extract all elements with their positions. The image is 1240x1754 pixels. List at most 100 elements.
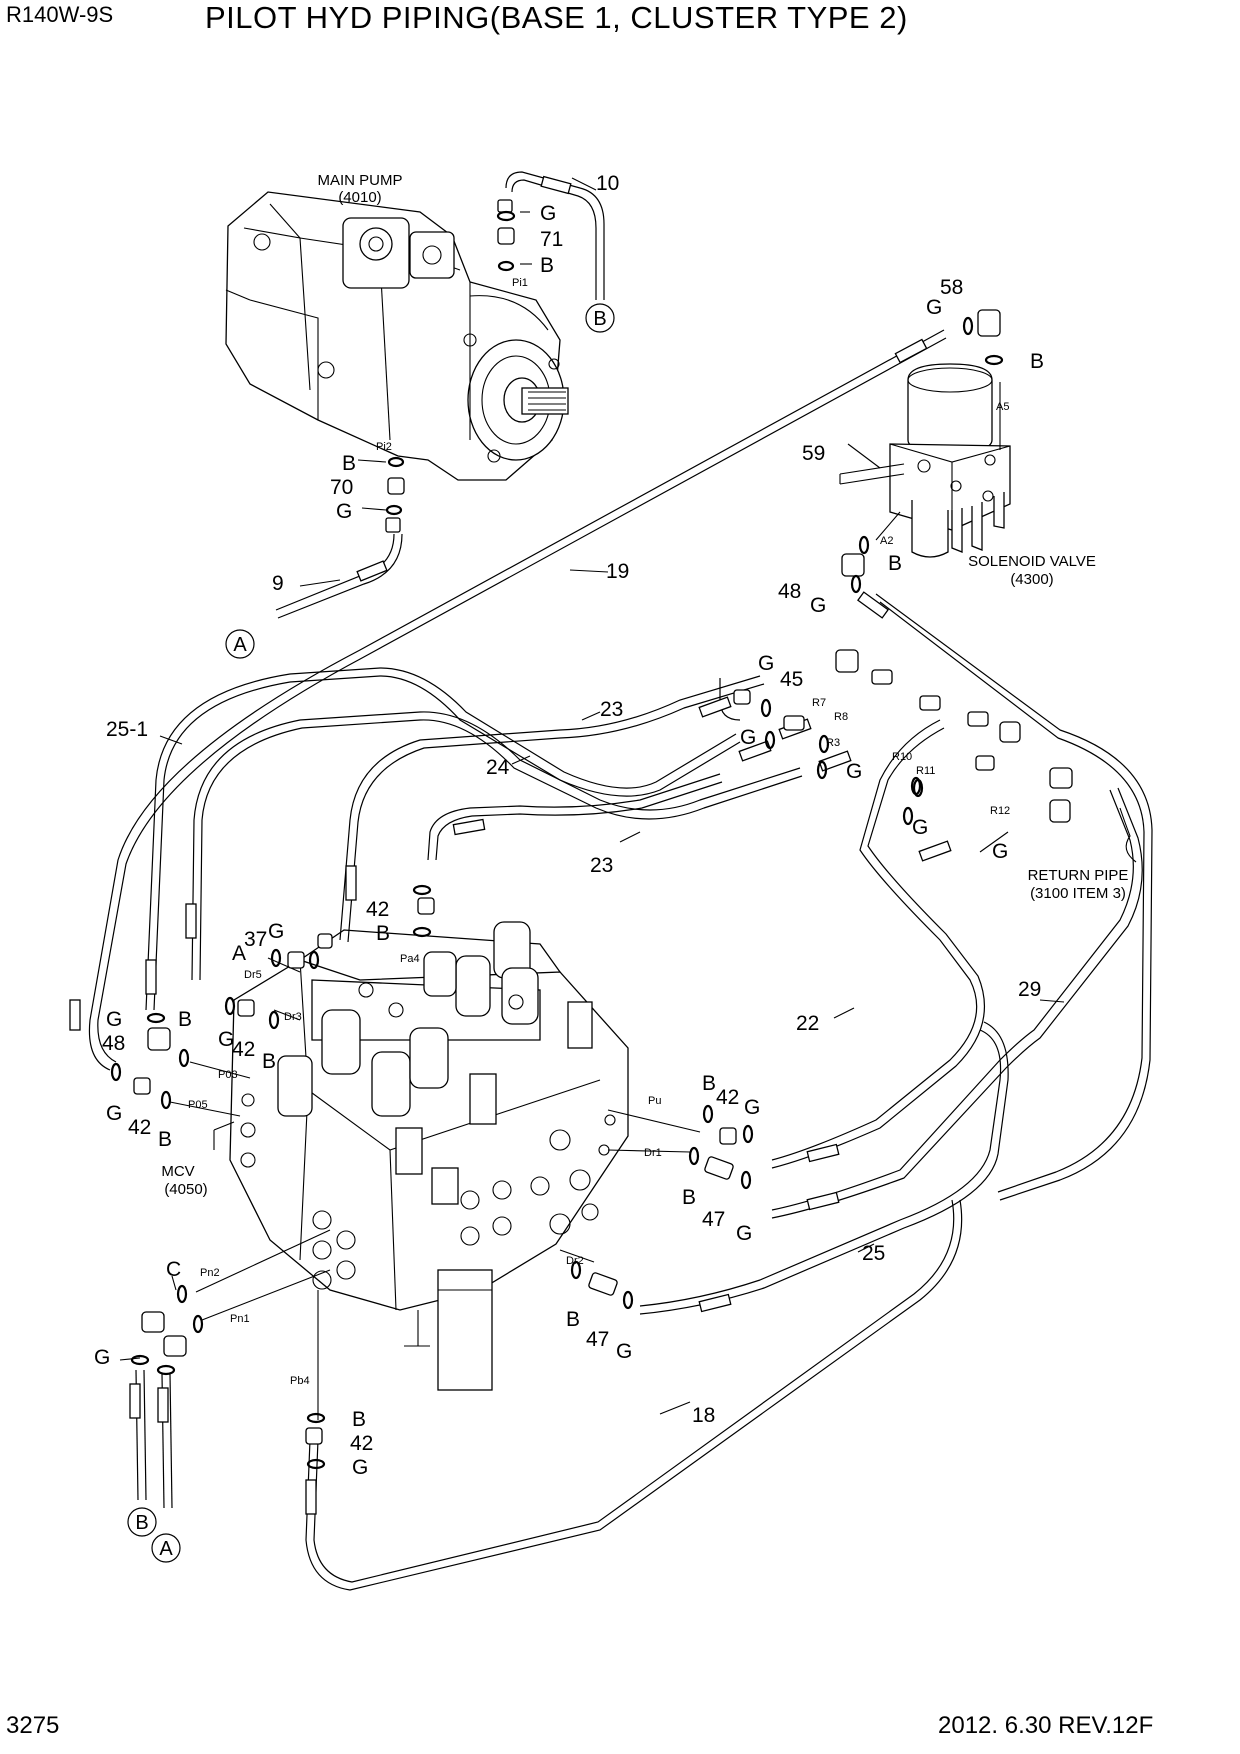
callout-70: 70 xyxy=(330,476,353,499)
callout-g: G xyxy=(846,760,862,783)
callout-b: B xyxy=(682,1186,696,1209)
callout-g: G xyxy=(336,500,352,523)
solenoid-valve-code: (4300) xyxy=(1010,571,1053,588)
port-p05: P05 xyxy=(188,1099,208,1111)
callout-c: C xyxy=(166,1258,181,1281)
callout-g: G xyxy=(106,1102,122,1125)
connector-labels: B A B A xyxy=(135,308,606,1560)
revision-date: 2012. 6.30 REV.12F xyxy=(938,1712,1154,1739)
port-p03: P03 xyxy=(218,1069,238,1081)
callout-g: G xyxy=(810,594,826,617)
callout-b: B xyxy=(178,1008,192,1031)
callout-29: 29 xyxy=(1018,978,1041,1001)
callout-9: 9 xyxy=(272,572,284,595)
port-pi2: Pi2 xyxy=(376,441,392,453)
main-pump-label: MAIN PUMP xyxy=(317,172,402,189)
main-pump-code: (4010) xyxy=(338,189,381,206)
callout-g: G xyxy=(992,840,1008,863)
solenoid-valve-label: SOLENOID VALVE xyxy=(968,553,1096,570)
callout-labels: 10 G 71 B B 70 G 9 58 G B 59 B 48 G 19 2… xyxy=(94,172,1044,1479)
callout-10: 10 xyxy=(596,172,619,195)
callout-g: G xyxy=(744,1096,760,1119)
callout-25-1: 25-1 xyxy=(106,718,148,741)
callout-b: B xyxy=(352,1408,366,1431)
port-r8: R8 xyxy=(834,711,848,723)
callout-24: 24 xyxy=(486,756,510,779)
port-dr5: Dr5 xyxy=(244,969,262,981)
port-a5: A5 xyxy=(996,401,1009,413)
callout-19: 19 xyxy=(606,560,629,583)
callout-23: 23 xyxy=(600,698,623,721)
piping-lines xyxy=(88,171,1153,1591)
callout-48: 48 xyxy=(778,580,801,603)
callout-g: G xyxy=(616,1340,632,1363)
callout-g: G xyxy=(218,1028,234,1051)
port-pa4: Pa4 xyxy=(400,953,420,965)
port-pn1: Pn1 xyxy=(230,1313,250,1325)
solenoid-valve-drawing xyxy=(839,363,1011,558)
callout-47: 47 xyxy=(586,1328,609,1351)
port-a2: A2 xyxy=(880,535,893,547)
callout-58: 58 xyxy=(940,276,963,299)
callout-b: B xyxy=(540,254,554,277)
callout-g: G xyxy=(94,1346,110,1369)
callout-b: B xyxy=(342,452,356,475)
port-pi1: Pi1 xyxy=(512,277,528,289)
callout-42: 42 xyxy=(716,1086,739,1109)
return-pipe-code: (3100 ITEM 3) xyxy=(1030,885,1126,902)
leader-lines xyxy=(119,177,1065,1415)
callout-22: 22 xyxy=(796,1012,819,1035)
callout-42: 42 xyxy=(232,1038,255,1061)
callout-g: G xyxy=(352,1456,368,1479)
callout-47: 47 xyxy=(702,1208,725,1231)
port-r7: R7 xyxy=(812,697,826,709)
port-pu: Pu xyxy=(648,1095,661,1107)
connector-b-bottom-label: B xyxy=(135,1512,148,1534)
fittings xyxy=(133,199,1073,1445)
callout-b: B xyxy=(566,1308,580,1331)
port-dr1: Dr1 xyxy=(644,1147,662,1159)
hose-ferrules xyxy=(69,175,952,1515)
model-code: R140W-9S xyxy=(6,2,114,27)
callout-g: G xyxy=(540,202,556,225)
page-number: 3275 xyxy=(6,1712,60,1739)
port-r11: R11 xyxy=(916,765,935,777)
callout-42: 42 xyxy=(366,898,389,921)
connector-a-pump-label: A xyxy=(233,634,247,656)
port-labels: Pi1 Pi2 A5 A2 R7 R8 R3 R10 R11 R12 Pa4 D… xyxy=(188,277,1010,1387)
page-title: PILOT HYD PIPING(BASE 1, CLUSTER TYPE 2) xyxy=(205,0,908,35)
callout-a: A xyxy=(232,942,246,965)
callout-g: G xyxy=(268,920,284,943)
callout-b: B xyxy=(262,1050,276,1073)
callout-g: G xyxy=(912,816,928,839)
callout-b: B xyxy=(1030,350,1044,373)
port-dr3: Dr3 xyxy=(284,1011,302,1023)
callout-b: B xyxy=(702,1072,716,1095)
mcv-code: (4050) xyxy=(164,1181,207,1198)
callout-g: G xyxy=(926,296,942,319)
connector-b-top-label: B xyxy=(593,308,606,330)
port-pn2: Pn2 xyxy=(200,1267,220,1279)
connector-b-top xyxy=(585,303,615,333)
callout-59: 59 xyxy=(802,442,825,465)
callout-g: G xyxy=(740,726,756,749)
callout-45: 45 xyxy=(780,668,803,691)
callout-71: 71 xyxy=(540,228,563,251)
callout-25: 25 xyxy=(862,1242,885,1265)
callout-23: 23 xyxy=(590,854,613,877)
callout-42: 42 xyxy=(128,1116,151,1139)
connector-a-bottom xyxy=(151,1533,181,1563)
connector-a-bottom-label: A xyxy=(159,1538,173,1560)
port-r12: R12 xyxy=(990,805,1010,817)
mcv-label: MCV xyxy=(161,1163,194,1180)
callout-18: 18 xyxy=(692,1404,715,1427)
callout-37: 37 xyxy=(244,928,267,951)
callout-b: B xyxy=(158,1128,172,1151)
callout-48: 48 xyxy=(102,1032,125,1055)
callout-g: G xyxy=(106,1008,122,1031)
return-pipe-label: RETURN PIPE xyxy=(1028,867,1129,884)
callout-g: G xyxy=(736,1222,752,1245)
port-dr2: Dr2 xyxy=(566,1255,584,1267)
port-r10: R10 xyxy=(892,751,912,763)
